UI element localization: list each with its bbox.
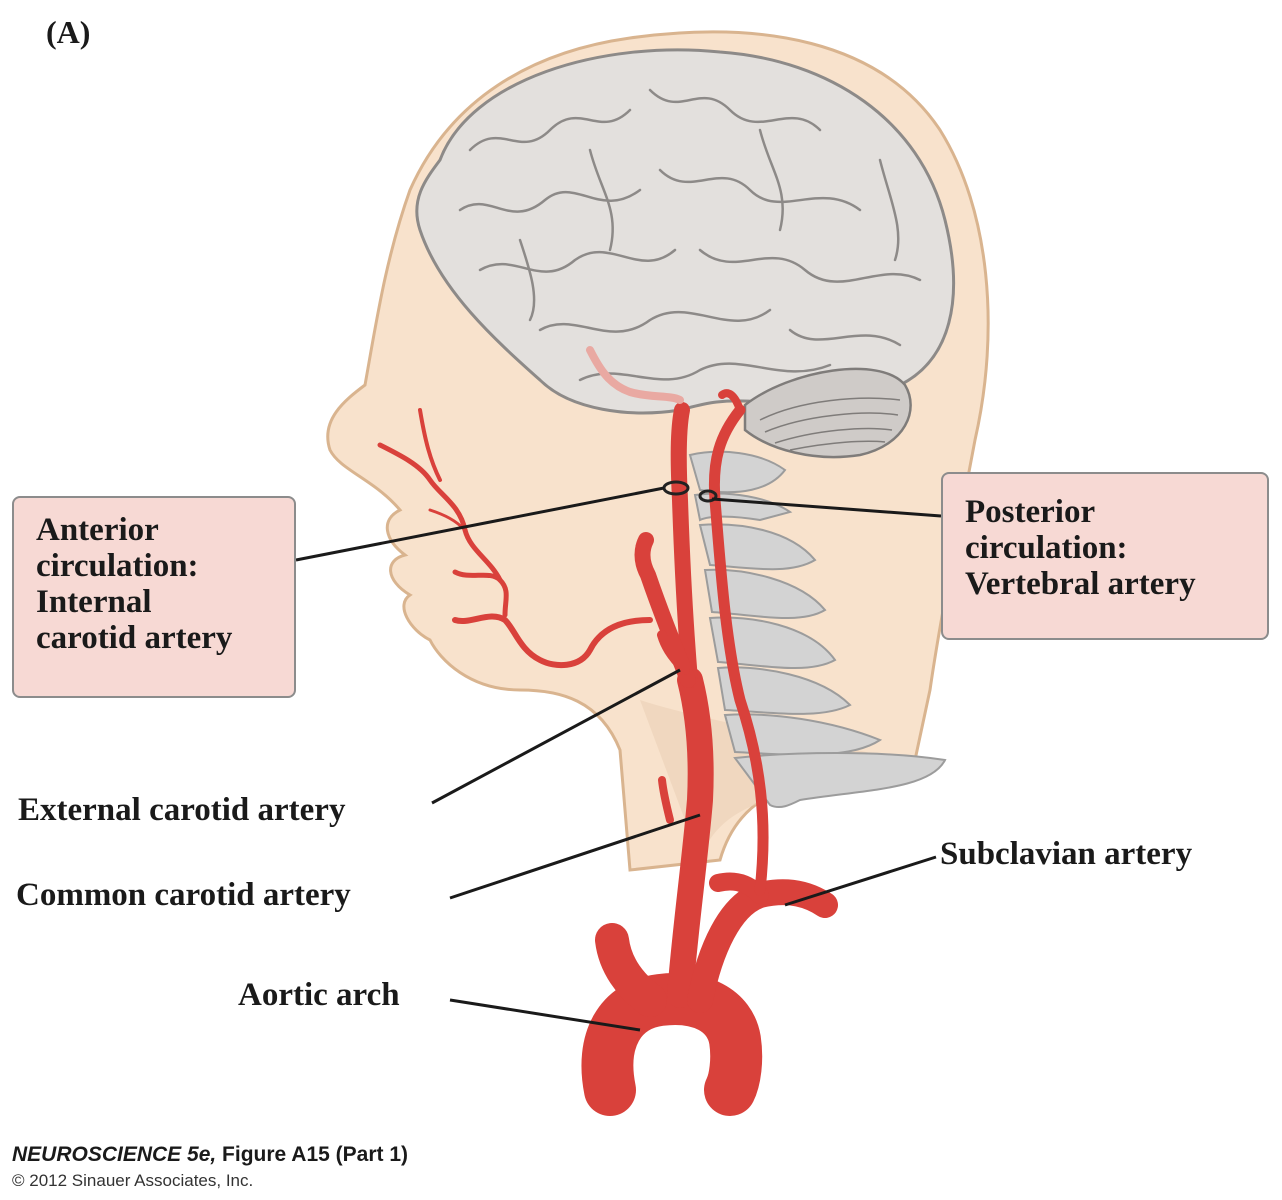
vertebral-section — [698, 489, 718, 503]
leader-anterior — [295, 486, 665, 562]
leader-external — [431, 668, 681, 805]
aortic-arch-vessel — [581, 973, 763, 1116]
external-carotid-vessel — [634, 532, 696, 688]
anterior-callout-line-2: circulation: — [36, 548, 199, 584]
anterior-callout-line-3: Internal — [36, 584, 152, 620]
anterior-callout-line-4: carotid artery — [36, 620, 233, 656]
posterior-callout-line-2: circulation: — [965, 530, 1128, 566]
ascending-aorta-stub — [595, 923, 667, 1017]
internal-carotid-vessel — [670, 402, 698, 688]
anterior-circulation-callout: Anterior circulation: Internal carotid a… — [12, 496, 296, 698]
cerebral-artery-faint — [586, 346, 684, 404]
book-title: NEUROSCIENCE 5e, — [12, 1143, 217, 1166]
anterior-callout-line-1: Anterior — [36, 512, 159, 548]
leader-aortic — [449, 998, 641, 1032]
copyright-notice: © 2012 Sinauer Associates, Inc. — [12, 1171, 254, 1190]
posterior-callout-line-1: Posterior — [965, 494, 1096, 530]
aortic-arch-label: Aortic arch — [238, 977, 400, 1013]
leader-subclavian — [784, 855, 937, 907]
figure-number: Figure A15 (Part 1) — [216, 1143, 408, 1166]
cerebellum — [743, 367, 912, 459]
leader-common — [449, 813, 701, 900]
arteries — [377, 389, 838, 1116]
common-carotid-vessel — [667, 667, 714, 1008]
cervical-vertebrae — [688, 450, 947, 809]
leader-lines — [295, 486, 942, 1032]
leader-posterior — [711, 497, 942, 518]
facial-artery-branch — [452, 613, 653, 669]
cerebellum-folia — [759, 397, 901, 451]
vertebral-artery-vessel — [708, 404, 769, 896]
posterior-callout-line-3: Vertebral artery — [965, 566, 1196, 602]
brain-gyri — [458, 88, 922, 382]
panel-letter: (A) — [46, 14, 91, 50]
subclavian-label: Subclavian artery — [940, 836, 1193, 872]
external-carotid-label: External carotid artery — [18, 792, 346, 828]
figure-credit-title: NEUROSCIENCE 5e, Figure A15 (Part 1) — [12, 1143, 408, 1167]
common-carotid-label: Common carotid artery — [16, 877, 351, 913]
posterior-circulation-callout: Posterior circulation: Vertebral artery — [941, 472, 1269, 640]
